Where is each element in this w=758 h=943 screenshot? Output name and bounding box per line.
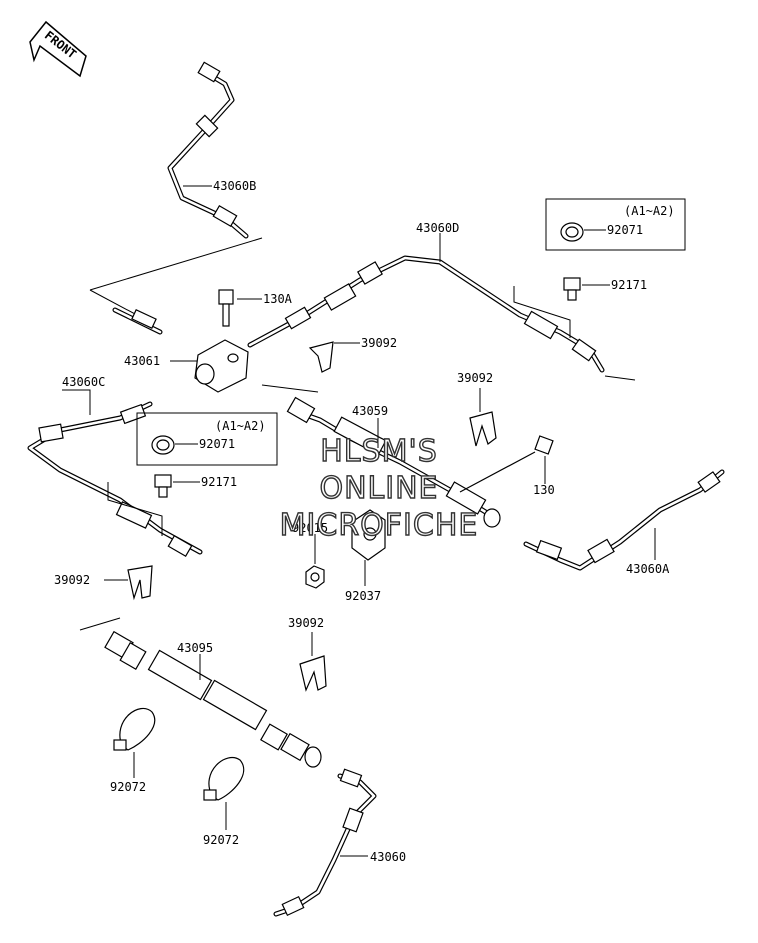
clip-39092-d[interactable] [299, 655, 327, 692]
clip-39092-a[interactable] [308, 341, 334, 373]
brake-hose-43059[interactable] [286, 396, 501, 528]
junction-block-43061[interactable] [194, 339, 249, 393]
label-92015: 92015 [292, 521, 328, 535]
watermark-line-3: MICROFICHE [280, 508, 479, 543]
label-130a: 130A [263, 292, 293, 306]
watermark-line-1: HLSM'S [320, 434, 438, 469]
clamp-92072-b[interactable] [203, 757, 245, 801]
label-39092-b: 39092 [457, 371, 493, 385]
label-43060b: 43060B [213, 179, 256, 193]
label-92071-top: 92071 [607, 223, 643, 237]
label-39092-a: 39092 [361, 336, 397, 350]
note-a1-a2-top: (A1~A2) [624, 204, 675, 218]
option-box-a1-a2-left [136, 412, 278, 466]
label-92171-left: 92171 [201, 475, 237, 489]
clip-39092-c[interactable] [127, 565, 153, 601]
brake-hose-43060a[interactable] [523, 469, 725, 571]
brake-hose-43060c[interactable] [27, 401, 203, 558]
watermark: HLSM'S ONLINE MICROFICHE [279, 433, 479, 543]
label-43060c: 43060C [62, 375, 105, 389]
clip-92171-left[interactable] [154, 474, 172, 498]
brake-hose-43060[interactable] [273, 768, 377, 917]
label-92037: 92037 [345, 589, 381, 603]
option-box-a1-a2-top [545, 198, 686, 251]
bracket-92037[interactable] [351, 509, 386, 561]
bolt-130[interactable] [459, 435, 554, 493]
watermark-line-2: ONLINE [319, 471, 438, 506]
label-43060d: 43060D [416, 221, 459, 235]
label-43095: 43095 [177, 641, 213, 655]
label-43061: 43061 [124, 354, 160, 368]
label-92072-b: 92072 [203, 833, 239, 847]
brake-hose-43060d[interactable] [247, 255, 605, 373]
bolt-130a[interactable] [218, 289, 234, 327]
label-43060: 43060 [370, 850, 406, 864]
fitting-stub [112, 307, 163, 335]
grommet-92071-top[interactable] [560, 222, 584, 242]
clip-92171-top[interactable] [563, 277, 581, 301]
label-39092-c: 39092 [54, 573, 90, 587]
label-92071-left: 92071 [199, 437, 235, 451]
clip-39092-b[interactable] [469, 411, 497, 447]
note-a1-a2-left: (A1~A2) [215, 419, 266, 433]
brake-hose-43060b[interactable] [167, 61, 249, 239]
nut-92015[interactable] [305, 565, 325, 589]
label-43060a: 43060A [626, 562, 670, 576]
front-arrow-icon: FRONT [29, 20, 87, 78]
label-130: 130 [533, 483, 555, 497]
label-92072-a: 92072 [110, 780, 146, 794]
label-92171-top: 92171 [611, 278, 647, 292]
clamp-92072-a[interactable] [113, 707, 156, 751]
label-39092-d: 39092 [288, 616, 324, 630]
grommet-92071-left[interactable] [151, 435, 175, 455]
label-43059: 43059 [352, 404, 388, 418]
brake-hose-43095[interactable] [104, 630, 322, 768]
